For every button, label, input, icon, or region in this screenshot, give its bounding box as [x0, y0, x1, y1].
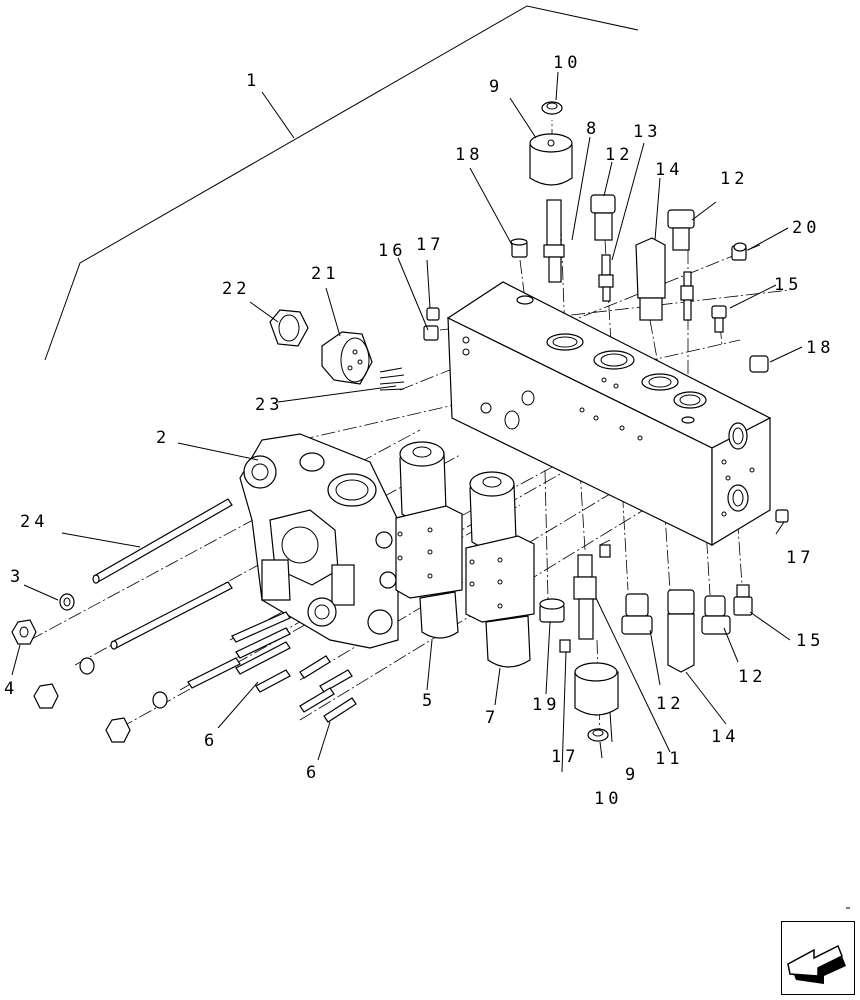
- connector-assembly: [269, 309, 405, 391]
- solenoid-valve-7: [465, 471, 535, 668]
- callout-12b: 12: [720, 169, 748, 189]
- assembly-bracket: [44, 5, 639, 361]
- callout-labels: 1 2 3 4 5 6 6 7 8 9 9 10 10 11 12 12 12 …: [4, 53, 834, 809]
- top-fittings: [423, 101, 789, 523]
- callout-8: 8: [586, 119, 600, 139]
- callout-5: 5: [422, 691, 436, 711]
- callout-17b: 17: [551, 747, 579, 767]
- callout-18b: 18: [806, 338, 834, 358]
- back-navigation-button[interactable]: [781, 921, 855, 995]
- callout-4: 4: [4, 679, 18, 699]
- callout-11: 11: [655, 749, 683, 769]
- leader-lines: [11, 71, 803, 773]
- callout-12d: 12: [738, 667, 766, 687]
- callout-24: 24: [20, 512, 48, 532]
- lower-fittings: [539, 544, 753, 742]
- callout-19: 19: [532, 695, 560, 715]
- callout-12a: 12: [605, 145, 633, 165]
- callout-17a: 17: [416, 235, 444, 255]
- callout-16: 16: [378, 241, 406, 261]
- callout-21: 21: [311, 264, 339, 284]
- callout-3: 3: [10, 567, 24, 587]
- callout-15a: 15: [774, 275, 802, 295]
- solenoid-valve-5: [395, 441, 463, 639]
- manifold-block: [446, 281, 772, 547]
- callout-2: 2: [156, 428, 170, 448]
- callout-1: 1: [246, 71, 260, 91]
- callout-12c: 12: [656, 694, 684, 714]
- callout-10b: 10: [594, 789, 622, 809]
- callout-17c: 17: [786, 548, 814, 568]
- callout-14b: 14: [711, 727, 739, 747]
- tie-rods-and-bolts: [11, 498, 357, 743]
- callout-15b: 15: [796, 631, 824, 651]
- callout-10a: 10: [553, 53, 581, 73]
- callout-22: 22: [222, 279, 250, 299]
- valve-body: [239, 433, 399, 649]
- callout-13: 13: [633, 122, 661, 142]
- callout-23: 23: [255, 395, 283, 415]
- callout-20: 20: [792, 218, 820, 238]
- callout-7: 7: [485, 708, 499, 728]
- callout-6b: 6: [306, 763, 320, 783]
- callout-14a: 14: [655, 160, 683, 180]
- callout-9a: 9: [489, 77, 503, 97]
- callout-18a: 18: [455, 145, 483, 165]
- callout-6a: 6: [204, 731, 218, 751]
- arrow-left-icon: [787, 944, 846, 984]
- callout-9b: 9: [625, 765, 639, 785]
